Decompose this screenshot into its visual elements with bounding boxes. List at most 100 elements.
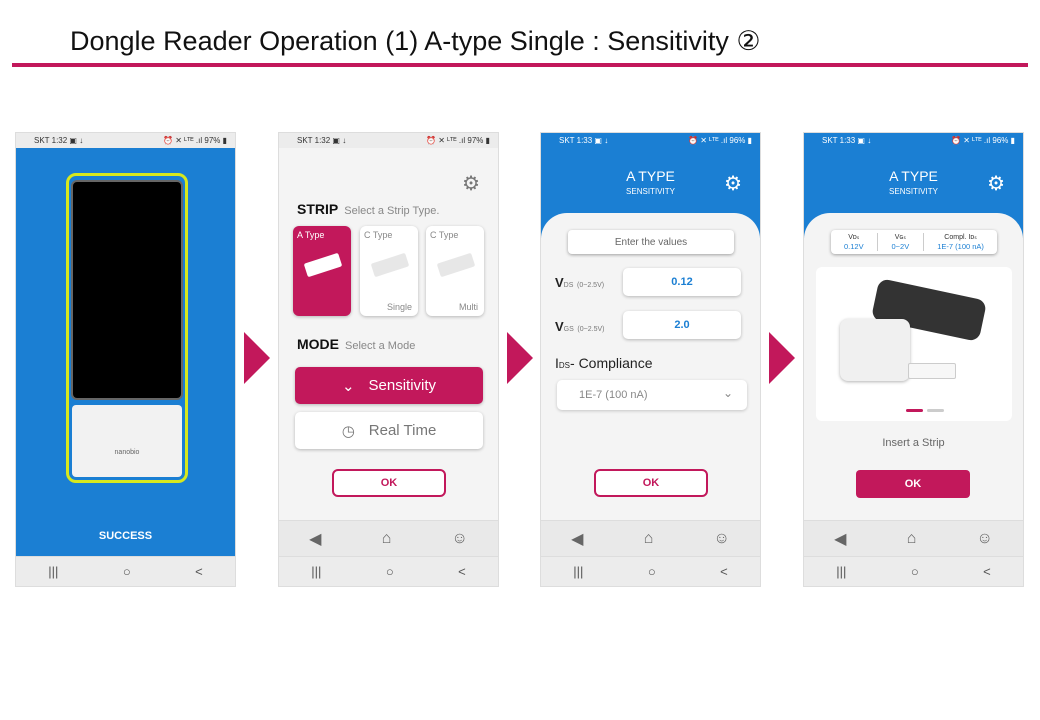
step-arrow bbox=[244, 332, 270, 384]
phone-screen-insert-strip: SKT 1:33 ▣ ↓ ⏰ ✕ ᴸᵀᴱ .ıl 96% ▮ A TYPE SE… bbox=[803, 132, 1024, 587]
dongle-image bbox=[840, 319, 910, 381]
status-bar: SKT 1:32 ▣ ↓ ⏰ ✕ ᴸᵀᴱ .ıl 97% ▮ bbox=[279, 133, 498, 148]
header-title: A TYPE bbox=[626, 168, 675, 184]
recent-apps-button[interactable]: ||| bbox=[836, 564, 847, 579]
strip-option-c-multi[interactable]: C Type Multi bbox=[426, 226, 484, 316]
status-left: SKT 1:33 ▣ ↓ bbox=[559, 136, 609, 145]
vgs-range: (0~2.5V) bbox=[577, 326, 605, 333]
summary-vds: Vᴅₛ 0.12V bbox=[831, 233, 878, 251]
summary-value: 1E-7 (100 nA) bbox=[937, 242, 984, 251]
mode-label: Real Time bbox=[368, 422, 437, 439]
compliance-text: - Compliance bbox=[570, 355, 653, 371]
strip-sub-label: Multi bbox=[458, 302, 478, 312]
compliance-symbol: I bbox=[555, 355, 559, 371]
vds-symbol: V bbox=[555, 275, 564, 290]
status-right: ⏰ ✕ ᴸᵀᴱ .ıl 97% ▮ bbox=[163, 136, 227, 145]
vds-input[interactable]: 0.12 bbox=[623, 268, 741, 296]
app-nav-bar: ◀ ⌂ ☺ bbox=[279, 520, 498, 556]
insert-strip-label: Insert a Strip bbox=[882, 437, 945, 449]
mode-section-title: MODE Select a Mode bbox=[297, 336, 415, 352]
strip-title: STRIP bbox=[297, 201, 339, 217]
vds-label: VDS (0~2.5V) bbox=[555, 275, 604, 290]
app-nav-bar: ◀ ⌂ ☺ bbox=[804, 520, 1023, 556]
summary-compliance: Compl. Iᴅₛ 1E-7 (100 nA) bbox=[924, 233, 997, 251]
back-button[interactable]: < bbox=[458, 564, 466, 579]
strip-label: C Type bbox=[430, 230, 459, 240]
system-nav-bar: ||| ○ < bbox=[804, 556, 1023, 586]
vgs-label: VGS (0~2.5V) bbox=[555, 319, 604, 334]
enter-values-label: Enter the values bbox=[568, 230, 734, 254]
compliance-subscript: DS bbox=[558, 361, 571, 370]
summary-key: Compl. Iᴅₛ bbox=[944, 234, 977, 241]
account-icon[interactable]: ☺ bbox=[451, 529, 468, 547]
strip-image bbox=[436, 252, 476, 278]
status-left: SKT 1:32 ▣ ↓ bbox=[34, 136, 84, 145]
vgs-input[interactable]: 2.0 bbox=[623, 311, 741, 339]
gear-icon[interactable]: ⚙ bbox=[987, 173, 1005, 195]
status-left: SKT 1:32 ▣ ↓ bbox=[297, 136, 347, 145]
recent-apps-button[interactable]: ||| bbox=[311, 564, 322, 579]
vds-subscript: DS bbox=[563, 282, 574, 289]
compliance-select[interactable]: 1E-7 (100 nA) ⌄ bbox=[557, 380, 747, 410]
system-nav-bar: ||| ○ < bbox=[279, 556, 498, 586]
ok-button[interactable]: OK bbox=[594, 469, 708, 497]
home-button[interactable]: ○ bbox=[122, 564, 131, 579]
account-icon[interactable]: ☺ bbox=[713, 529, 730, 547]
carousel-dots[interactable] bbox=[906, 409, 944, 412]
summary-vgs: Vɢₛ 0~2V bbox=[878, 233, 925, 251]
mode-title: MODE bbox=[297, 336, 339, 352]
status-left: SKT 1:33 ▣ ↓ bbox=[822, 136, 872, 145]
mode-hint: Select a Mode bbox=[345, 340, 416, 352]
strip-image bbox=[303, 252, 343, 278]
instruction-image-card bbox=[816, 267, 1012, 421]
strip-option-a-type[interactable]: A Type bbox=[293, 226, 351, 316]
summary-key: Vɢₛ bbox=[894, 234, 906, 241]
phone-image bbox=[71, 180, 183, 400]
home-button[interactable]: ○ bbox=[385, 564, 394, 579]
screen-body bbox=[279, 148, 498, 522]
recent-apps-button[interactable]: ||| bbox=[48, 564, 59, 579]
strip-image bbox=[908, 363, 956, 379]
device-highlight-outline bbox=[66, 173, 188, 483]
home-icon[interactable]: ⌂ bbox=[381, 529, 392, 547]
back-button[interactable]: < bbox=[195, 564, 203, 579]
clock-icon: ◷ bbox=[341, 422, 355, 440]
app-nav-bar: ◀ ⌂ ☺ bbox=[541, 520, 760, 556]
back-button[interactable]: < bbox=[983, 564, 991, 579]
strip-label: A Type bbox=[297, 230, 325, 240]
summary-value: 0.12V bbox=[843, 242, 864, 251]
status-bar: SKT 1:32 ▣ ↓ ⏰ ✕ ᴸᵀᴱ .ıl 97% ▮ bbox=[16, 133, 235, 148]
success-label: SUCCESS bbox=[98, 530, 153, 542]
strip-option-c-single[interactable]: C Type Single bbox=[360, 226, 418, 316]
mode-sensitivity-button[interactable]: ⌄ Sensitivity bbox=[295, 367, 483, 404]
home-button[interactable]: ○ bbox=[647, 564, 656, 579]
recent-apps-button[interactable]: ||| bbox=[573, 564, 584, 579]
slide-title: Dongle Reader Operation (1) A-type Singl… bbox=[70, 26, 761, 56]
home-icon[interactable]: ⌂ bbox=[906, 529, 917, 547]
home-button[interactable]: ○ bbox=[910, 564, 919, 579]
mode-realtime-button[interactable]: ◷ Real Time bbox=[295, 412, 483, 449]
phone-screen-enter-values: SKT 1:33 ▣ ↓ ⏰ ✕ ᴸᵀᴱ .ıl 96% ▮ A TYPE SE… bbox=[540, 132, 761, 587]
header-title: A TYPE bbox=[889, 168, 938, 184]
ok-button[interactable]: OK bbox=[856, 470, 970, 498]
vds-range: (0~2.5V) bbox=[577, 282, 605, 289]
gear-icon[interactable]: ⚙ bbox=[462, 173, 480, 195]
strip-sub-label: Single bbox=[386, 302, 412, 312]
home-icon[interactable]: ⌂ bbox=[643, 529, 654, 547]
ok-button[interactable]: OK bbox=[332, 469, 446, 497]
status-right: ⏰ ✕ ᴸᵀᴱ .ıl 96% ▮ bbox=[688, 136, 752, 145]
back-button[interactable]: < bbox=[720, 564, 728, 579]
back-icon[interactable]: ◀ bbox=[309, 530, 322, 548]
strip-image bbox=[370, 252, 410, 278]
system-nav-bar: ||| ○ < bbox=[541, 556, 760, 586]
back-icon[interactable]: ◀ bbox=[571, 530, 584, 548]
back-icon[interactable]: ◀ bbox=[834, 530, 847, 548]
status-bar: SKT 1:33 ▣ ↓ ⏰ ✕ ᴸᵀᴱ .ıl 96% ▮ bbox=[804, 133, 1023, 148]
compliance-label: IDS- Compliance bbox=[555, 355, 653, 371]
mode-label: Sensitivity bbox=[368, 377, 437, 394]
gear-icon[interactable]: ⚙ bbox=[724, 173, 742, 195]
summary-value: 0~2V bbox=[891, 242, 910, 251]
account-icon[interactable]: ☺ bbox=[976, 529, 993, 547]
